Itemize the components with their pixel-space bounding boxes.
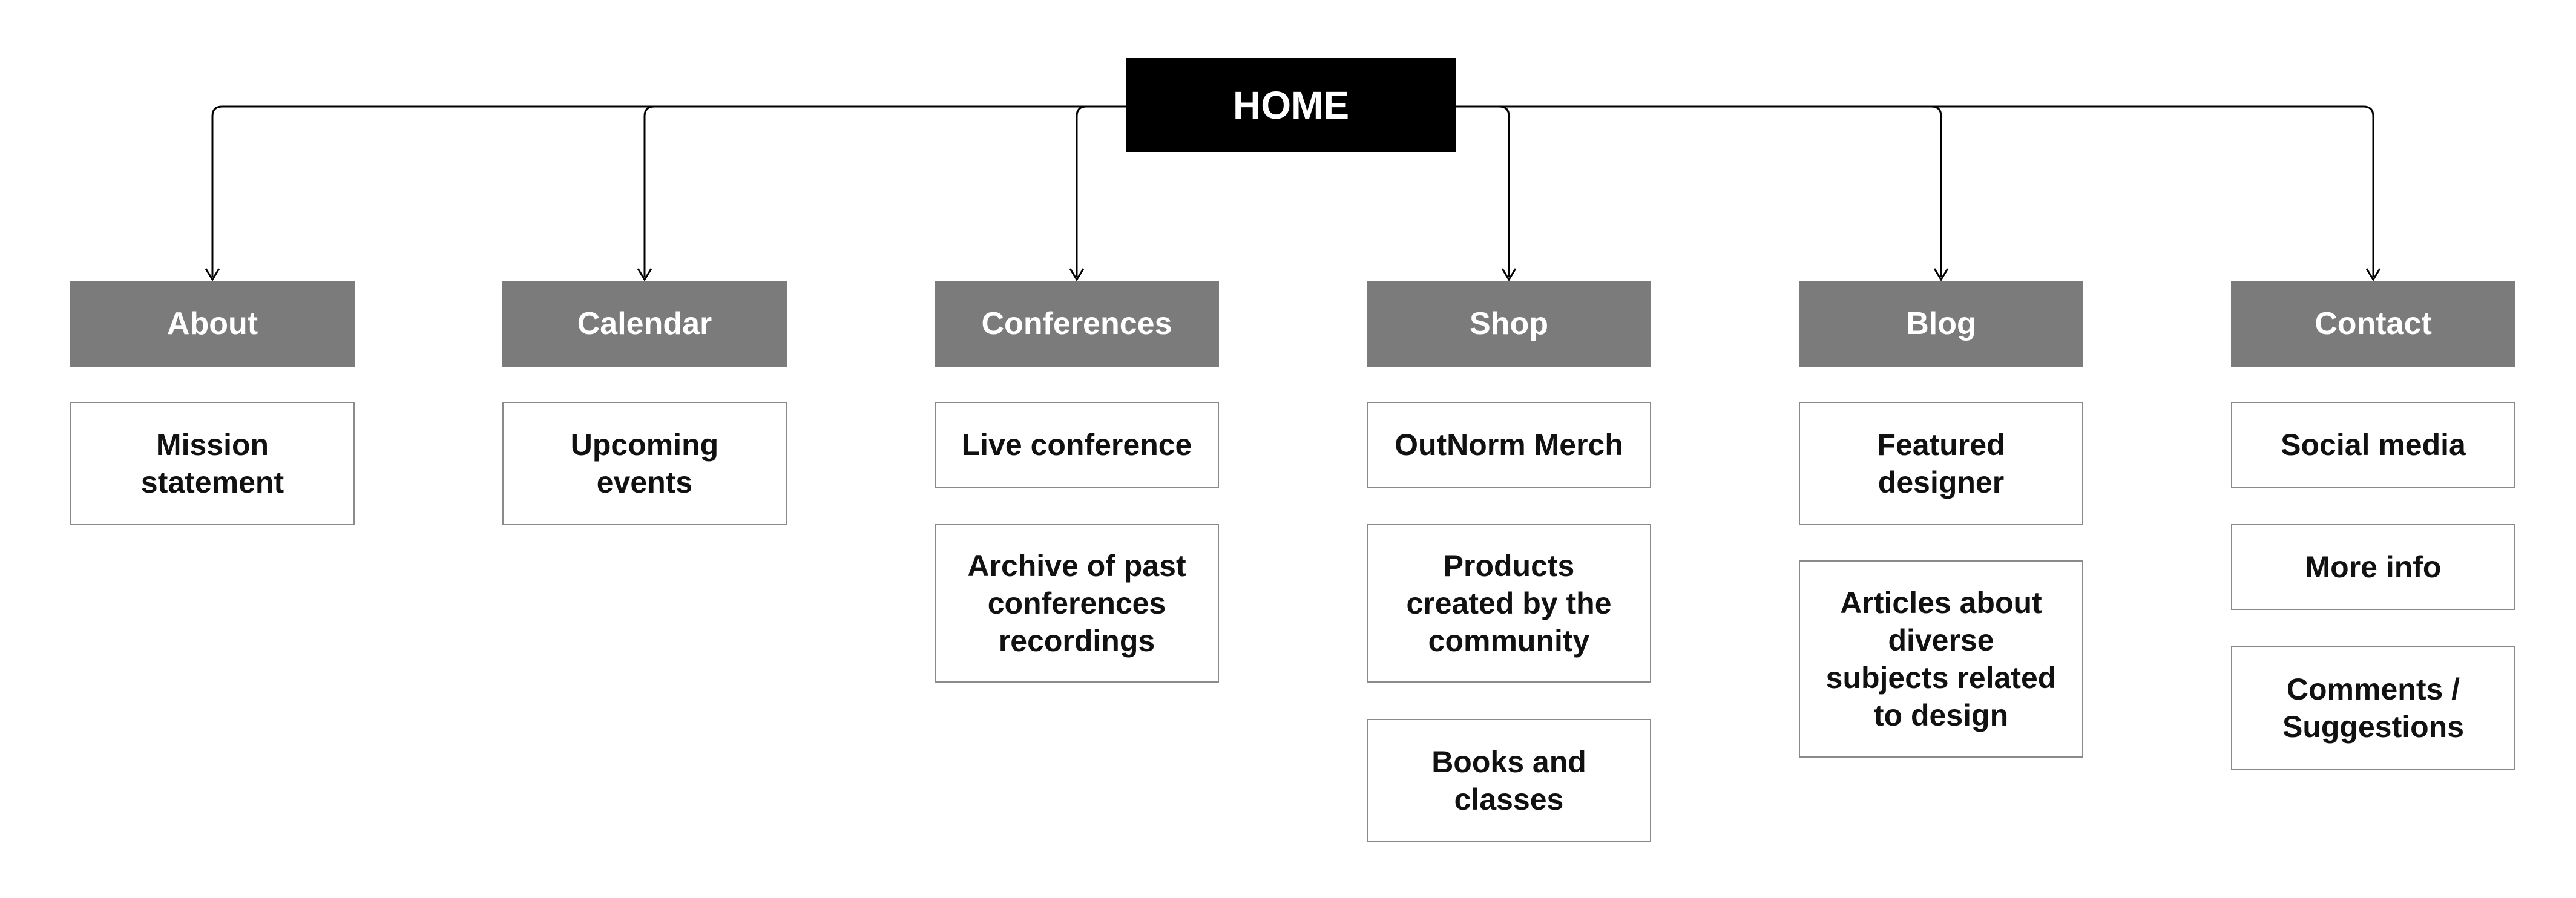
connector-calendar — [643, 105, 655, 277]
connector-contact — [2363, 105, 2374, 277]
home-node: HOME — [1126, 58, 1456, 152]
page-conference-archive-label: Archive of past conferences recordings — [967, 549, 1186, 658]
page-mission-statement: Mission statement — [70, 402, 355, 525]
category-blog: Blog — [1799, 281, 2083, 367]
arrowhead-calendar — [637, 268, 652, 281]
category-conferences-label: Conferences — [981, 306, 1172, 341]
arrowhead-shop — [1501, 268, 1517, 281]
category-contact: Contact — [2231, 281, 2515, 367]
arrowhead-contact — [2365, 268, 2381, 281]
page-community-products-label: Products created by the community — [1406, 549, 1612, 658]
category-about: About — [70, 281, 355, 367]
arrowhead-about — [205, 268, 220, 281]
page-more-info-label: More info — [2305, 550, 2442, 584]
page-live-conference: Live conference — [935, 402, 1219, 488]
arrowhead-blog — [1933, 268, 1949, 281]
page-featured-designer: Featured designer — [1799, 402, 2083, 525]
connector-blog — [1931, 105, 1942, 277]
page-featured-designer-label: Featured designer — [1877, 428, 2005, 499]
page-books-and-classes: Books and classes — [1367, 719, 1651, 842]
page-upcoming-events-label: Upcoming events — [570, 428, 719, 499]
connector-about — [211, 105, 223, 277]
connector-shop — [1499, 105, 1510, 277]
page-outnorm-merch-label: OutNorm Merch — [1395, 428, 1623, 462]
page-comments-suggestions: Comments / Suggestions — [2231, 646, 2515, 770]
page-mission-statement-label: Mission statement — [140, 428, 284, 499]
arrowhead-conferences — [1069, 268, 1085, 281]
category-calendar-label: Calendar — [577, 306, 712, 341]
page-conference-archive: Archive of past conferences recordings — [935, 524, 1219, 683]
page-outnorm-merch: OutNorm Merch — [1367, 402, 1651, 488]
page-design-articles-label: Articles about diverse subjects related … — [1825, 586, 2057, 732]
category-calendar: Calendar — [502, 281, 787, 367]
category-blog-label: Blog — [1906, 306, 1976, 341]
page-more-info: More info — [2231, 524, 2515, 610]
page-books-and-classes-label: Books and classes — [1431, 745, 1586, 816]
page-upcoming-events: Upcoming events — [502, 402, 787, 525]
category-contact-label: Contact — [2315, 306, 2432, 341]
home-label: HOME — [1233, 84, 1349, 127]
page-community-products: Products created by the community — [1367, 524, 1651, 683]
category-shop: Shop — [1367, 281, 1651, 367]
page-design-articles: Articles about diverse subjects related … — [1799, 560, 2083, 758]
category-about-label: About — [166, 306, 258, 341]
page-social-media: Social media — [2231, 402, 2515, 488]
connector-conferences — [1076, 105, 1087, 277]
page-social-media-label: Social media — [2281, 428, 2466, 462]
page-comments-suggestions-label: Comments / Suggestions — [2282, 672, 2465, 744]
page-live-conference-label: Live conference — [961, 428, 1192, 462]
category-shop-label: Shop — [1470, 306, 1548, 341]
category-conferences: Conferences — [935, 281, 1219, 367]
